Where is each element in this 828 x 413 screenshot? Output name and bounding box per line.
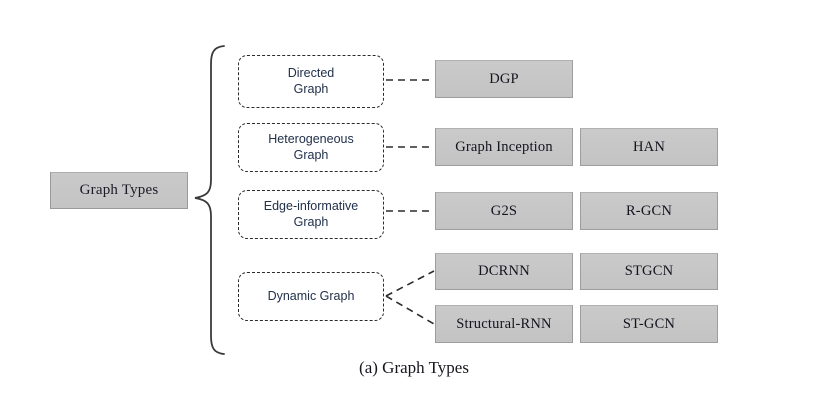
method-label-r-gcn: R-GCN [625,202,673,219]
method-box-han[interactable]: HAN [580,128,718,166]
method-label-dgp: DGP [489,70,519,87]
category-label-directed-graph: Directed Graph [288,66,335,97]
figure-caption: (a) Graph Types [359,358,469,377]
category-box-dynamic-graph[interactable]: Dynamic Graph [238,272,384,321]
category-box-heterogeneous-graph[interactable]: Heterogeneous Graph [238,123,384,172]
category-label-edge-informative-graph: Edge-informative Graph [264,199,359,230]
method-label-st-gcn: ST-GCN [622,315,676,332]
connector-dynamic-to-dcrnn [385,270,435,297]
method-label-han: HAN [632,138,665,155]
method-box-structural-rnn[interactable]: Structural-RNN [435,305,573,343]
category-label-line1: Heterogeneous [268,131,354,146]
root-node-graph-types[interactable]: Graph Types [50,172,188,209]
method-box-dgp[interactable]: DGP [435,60,573,98]
method-label-dcrnn: DCRNN [478,263,530,279]
method-label-g2s: G2S [490,202,518,219]
category-label-line2: Graph [293,81,329,96]
method-box-graph-inception[interactable]: Graph Inception [435,128,573,166]
category-box-directed-graph[interactable]: Directed Graph [238,55,384,108]
method-box-dcrnn[interactable]: DCRNN [435,253,573,290]
category-label-line2: Graph [293,147,329,162]
category-label-dynamic-graph: Dynamic Graph [267,288,355,303]
category-box-edge-informative-graph[interactable]: Edge-informative Graph [238,190,384,239]
category-label-heterogeneous-graph: Heterogeneous Graph [268,132,353,163]
brace-connector [194,45,225,355]
category-label-line1: Directed [287,65,335,80]
method-box-st-gcn[interactable]: ST-GCN [580,305,718,343]
method-box-r-gcn[interactable]: R-GCN [580,192,718,230]
method-label-stgcn: STGCN [624,263,674,279]
method-box-stgcn[interactable]: STGCN [580,253,718,290]
category-label-line1: Edge-informative [263,198,359,213]
category-label-line2: Graph [293,214,329,229]
connector-dynamic-to-structural-rnn [385,295,435,325]
root-node-label: Graph Types [79,182,159,198]
method-label-graph-inception: Graph Inception [455,138,553,155]
method-box-g2s[interactable]: G2S [435,192,573,230]
method-label-structural-rnn: Structural-RNN [456,315,552,332]
